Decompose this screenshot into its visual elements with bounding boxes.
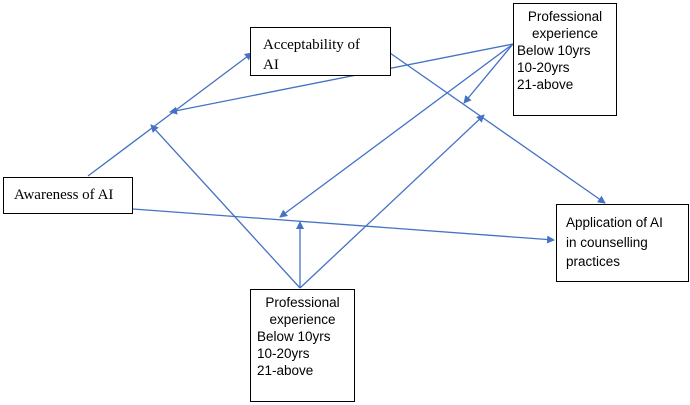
- exp-top-line-4: 10-20yrs: [517, 59, 570, 75]
- acceptability-line-1: Acceptability of: [263, 37, 361, 53]
- exp-top-line-2: experience: [531, 25, 599, 41]
- exp-bottom-line-4: 10-20yrs: [257, 345, 310, 361]
- awareness-line-1: Awareness of AI: [14, 187, 114, 203]
- awareness-of-ai-box: Awareness of AI: [3, 177, 133, 214]
- application-of-ai-box: Application of AI in counselling practic…: [556, 204, 689, 282]
- arrow-exp-top-to-acceptability-application-path: [463, 43, 514, 104]
- exp-bottom-line-1: Professional: [265, 295, 340, 310]
- application-line-2: in counselling: [566, 234, 648, 250]
- professional-experience-bottom-box: Professional experience Below 10yrs 10-2…: [250, 289, 355, 402]
- exp-top-line-1: Professional: [527, 9, 603, 24]
- application-line-3: practices: [566, 254, 621, 270]
- exp-bottom-line-3: Below 10yrs: [257, 328, 331, 344]
- acceptability-line-2: AI: [263, 57, 279, 74]
- arrow-exp-top-to-awareness-acceptability-path: [169, 43, 514, 115]
- arrow-awareness-to-application: [132, 208, 555, 244]
- acceptability-of-ai-box: Acceptability of AI: [250, 27, 391, 76]
- arrow-exp-top-to-awareness-application-path: [279, 43, 514, 218]
- exp-bottom-line-2: experience: [269, 311, 336, 327]
- exp-top-line-3: Below 10yrs: [517, 42, 591, 58]
- professional-experience-top-box: Professional experience Below 10yrs 10-2…: [513, 3, 617, 116]
- exp-top-line-5: 21-above: [517, 76, 574, 92]
- application-line-1: Application of AI: [566, 215, 663, 230]
- arrow-exp-bottom-to-awareness-acceptability-path: [150, 124, 301, 289]
- arrow-exp-bottom-to-acceptability-application-path: [299, 114, 485, 289]
- arrow-awareness-to-acceptability: [87, 52, 253, 177]
- arrow-acceptability-to-application: [389, 52, 606, 204]
- exp-bottom-line-5: 21-above: [257, 362, 314, 378]
